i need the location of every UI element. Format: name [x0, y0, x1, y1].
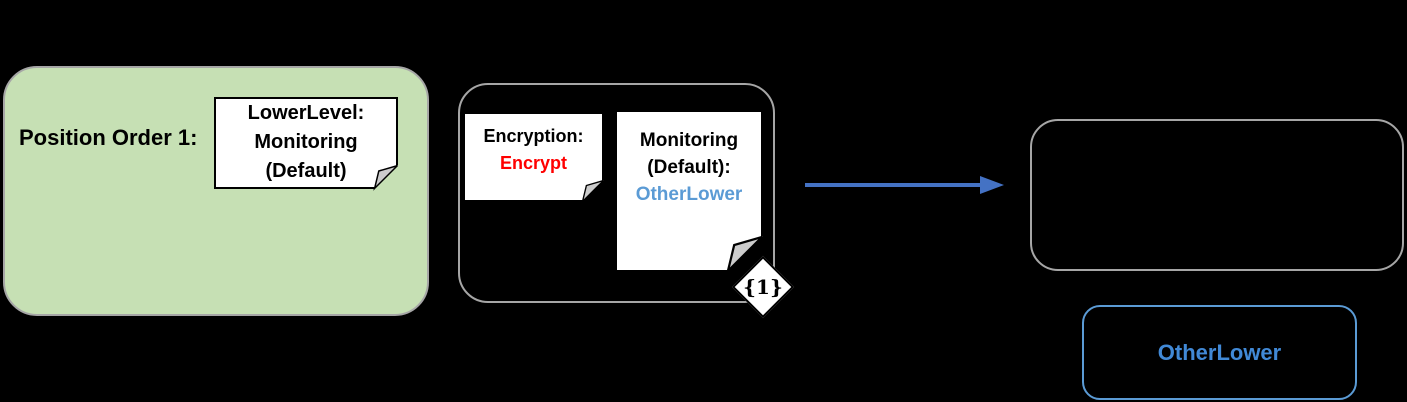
note-title: Monitoring [639, 130, 739, 151]
constraint-label: {1} [743, 275, 783, 299]
monitoring-value: OtherLower [635, 184, 743, 205]
note-title: Encryption: [483, 126, 584, 146]
flow-arrow-icon [805, 176, 1004, 194]
note-paper [463, 112, 604, 202]
otherlower-box: OtherLower [1082, 305, 1357, 400]
position-order-label: Position Order 1: [19, 125, 198, 150]
lowerlevel-note: LowerLevel: Monitoring (Default) [214, 97, 398, 191]
note-line: Monitoring [254, 131, 358, 153]
note-line: LowerLevel: [247, 102, 365, 124]
folded-corner-icon [373, 164, 398, 191]
encryption-value: Encrypt [499, 153, 568, 173]
encryption-note: Encryption: Encrypt [463, 112, 604, 204]
folded-corner-icon [581, 179, 604, 204]
folded-corner-icon [725, 235, 763, 275]
note-line: (Default) [265, 160, 347, 182]
note-paper [615, 110, 763, 272]
encryption-note-text: Encryption: Encrypt [463, 112, 604, 177]
transition-group-frame [458, 83, 775, 303]
note-paper [214, 97, 398, 189]
note-title: (Default): [647, 157, 731, 178]
result-group-frame [1030, 119, 1404, 271]
monitoring-note: Monitoring (Default): OtherLower [615, 110, 763, 275]
otherlower-label: OtherLower [1157, 339, 1282, 365]
monitoring-note-text: Monitoring (Default): OtherLower [615, 110, 763, 208]
lowerlevel-note-text: LowerLevel: Monitoring (Default) [214, 97, 398, 186]
